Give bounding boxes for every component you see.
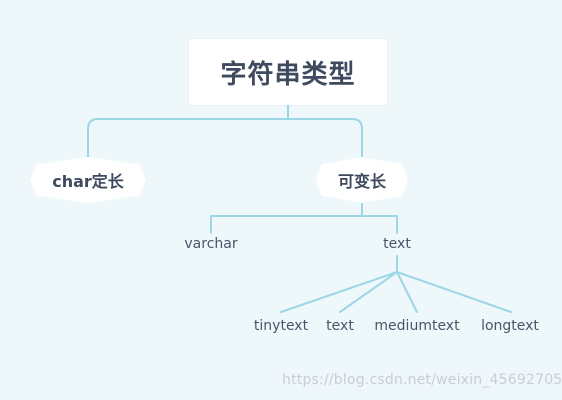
branch-node-variable: 可变长	[316, 157, 408, 203]
connector-fan-longtext	[396, 271, 512, 313]
connector-fan-mediumtext	[396, 271, 418, 313]
branch-node-char-label: char定长	[52, 172, 124, 191]
branch-node-variable-label: 可变长	[337, 172, 386, 191]
leaf-mediumtext: mediumtext	[374, 318, 460, 334]
connector-var-bar	[210, 215, 398, 234]
root-node: 字符串类型	[189, 39, 387, 105]
branch-node-char: char定长	[30, 157, 146, 203]
leaf-tinytext: tinytext	[253, 318, 309, 334]
leaf-varchar: varchar	[184, 236, 238, 252]
leaf-longtext: longtext	[481, 318, 539, 334]
connector-fan-tinytext	[280, 271, 398, 313]
watermark-text: https://blog.csdn.net/weixin_45692705	[282, 372, 562, 388]
connector-fan-text	[339, 271, 398, 313]
leaf-text-sub: text	[326, 318, 354, 334]
connector-root-bar	[87, 118, 363, 159]
leaf-text: text	[383, 236, 411, 252]
root-node-label: 字符串类型	[220, 59, 356, 90]
